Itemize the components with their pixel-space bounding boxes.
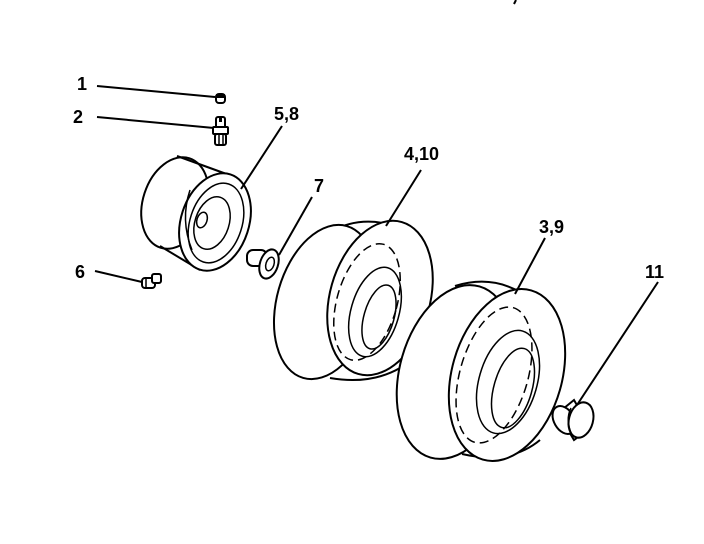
callout-label-1: 1 — [77, 74, 87, 94]
leader-line-6 — [94, 270, 143, 283]
callout-label-2: 2 — [73, 107, 83, 127]
leader-line-3-9 — [514, 237, 546, 295]
callout-label-3-9: 3,9 — [539, 217, 564, 237]
hub-cap-part — [551, 281, 659, 442]
callout-label-5-8: 5,8 — [274, 104, 299, 124]
rear-tire-part — [395, 237, 567, 462]
front-tire-part — [272, 169, 434, 381]
leader-line-11 — [576, 281, 659, 406]
leader-line-1 — [96, 85, 216, 98]
grease-fitting-part — [94, 270, 162, 289]
callout-label-4-10: 4,10 — [404, 144, 439, 164]
top-edge-mark — [513, 0, 517, 5]
wheel-rim-part — [140, 125, 283, 272]
leader-line-5-8 — [240, 125, 283, 190]
leader-line-7 — [278, 196, 313, 256]
callout-label-7: 7 — [314, 176, 324, 196]
bushing-part — [246, 196, 313, 280]
leader-line-4-10 — [385, 169, 422, 227]
valve-stem-part — [96, 116, 229, 146]
callout-label-6: 6 — [75, 262, 85, 282]
callout-label-11: 11 — [645, 262, 664, 282]
valve-cap-part — [96, 85, 226, 104]
leader-line-2 — [96, 116, 215, 129]
